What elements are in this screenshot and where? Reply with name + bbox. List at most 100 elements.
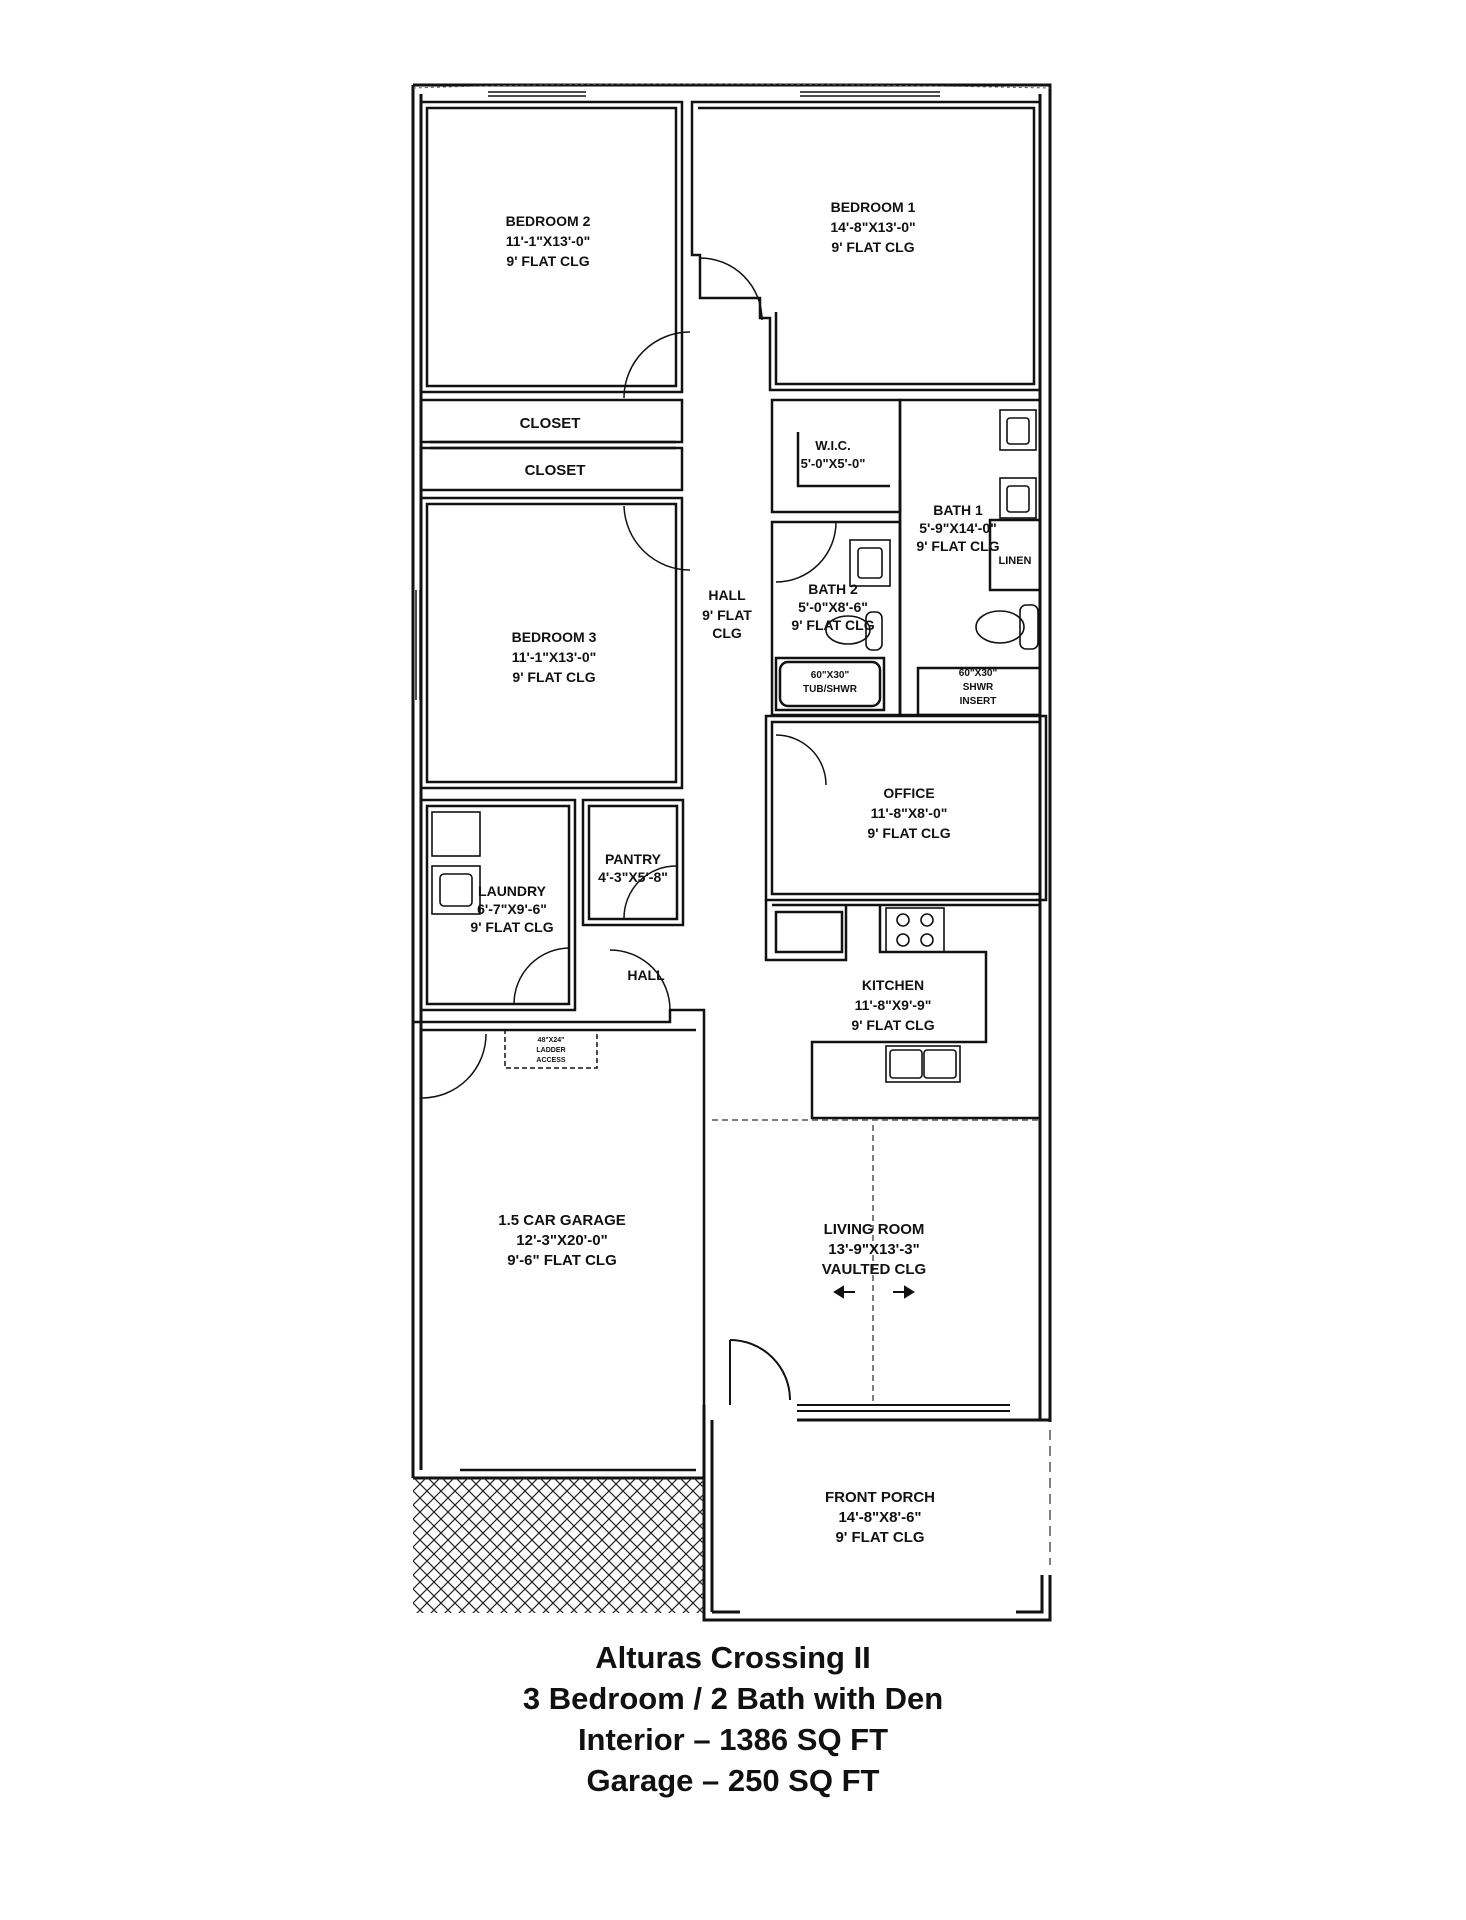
room-size: 6'-7"X9'-6" (477, 901, 547, 917)
room-label-closet: CLOSET (520, 415, 581, 432)
room-size: 5'-0"X8'-6" (798, 599, 868, 615)
door-swing (623, 331, 691, 399)
room-label-closet: CLOSET (525, 462, 586, 479)
laundry-walls (419, 798, 577, 1012)
fixture-name-2: INSERT (960, 696, 997, 707)
room-ceiling: 9'-6" FLAT CLG (507, 1252, 617, 1269)
range-icon (885, 907, 945, 953)
office-walls (764, 714, 1048, 902)
roof-edge (412, 83, 1051, 89)
room-name: KITCHEN (862, 977, 924, 993)
room-label-wic: W.I.C. 5'-0"X5'-0" (801, 438, 866, 471)
door-swing (623, 865, 677, 919)
entry-door (729, 1339, 1010, 1412)
garage-area: Garage – 250 SQ FT (586, 1763, 880, 1798)
room-size: 5'-0"X5'-0" (801, 456, 866, 471)
room-name: BEDROOM 1 (831, 199, 916, 215)
room-size: 4'-3"X5'-8" (598, 869, 668, 885)
room-label-garage: 1.5 CAR GARAGE 12'-3"X20'-0" 9'-6" FLAT … (498, 1212, 626, 1269)
ladder-name-2: ACCESS (536, 1057, 566, 1064)
room-ceiling-2: CLG (712, 625, 742, 641)
room-name: LAUNDRY (478, 883, 547, 899)
ladder-size: 48"X24" (538, 1037, 565, 1044)
fixture-label-tub: 60"X30" TUB/SHWR (803, 670, 858, 695)
room-name: PANTRY (605, 851, 662, 867)
room-name: BATH 1 (933, 502, 983, 518)
door-swing (775, 734, 827, 786)
vault-arrows (833, 1285, 915, 1299)
fixture-name: TUB/SHWR (803, 684, 858, 695)
room-label-bath-1: BATH 1 5'-9"X14'-0" 9' FLAT CLG (916, 502, 999, 554)
room-name: BEDROOM 2 (506, 213, 591, 229)
room-size: 11'-1"X13'-0" (512, 649, 597, 665)
room-name: W.I.C. (815, 438, 850, 453)
room-label-bedroom-3: BEDROOM 3 11'-1"X13'-0" 9' FLAT CLG (512, 629, 597, 685)
room-ceiling: 9' FLAT CLG (867, 825, 950, 841)
door-swing (623, 505, 691, 571)
window (488, 91, 586, 97)
room-label-laundry: LAUNDRY 6'-7"X9'-6" 9' FLAT CLG (470, 883, 553, 935)
living-room-guides (712, 1119, 1040, 1405)
window (800, 91, 940, 97)
room-ceiling: 9' FLAT CLG (506, 253, 589, 269)
room-ceiling: 9' FLAT CLG (916, 538, 999, 554)
room-label-bath-2: BATH 2 5'-0"X8'-6" 9' FLAT CLG (791, 581, 874, 633)
bath-2-sink (849, 539, 891, 587)
pantry-walls (581, 798, 685, 927)
kitchen-sink-icon (885, 1045, 961, 1083)
room-name: BATH 2 (808, 581, 858, 597)
vanity-sinks (999, 409, 1037, 519)
closets (419, 398, 684, 492)
ladder-access-label: 48"X24" LADDER ACCESS (536, 1037, 566, 1064)
room-size: 11'-8"X8'-0" (871, 805, 948, 821)
washer-dryer-icon (431, 811, 481, 915)
room-label-bedroom-2: BEDROOM 2 11'-1"X13'-0" 9' FLAT CLG (506, 213, 591, 269)
room-ceiling: 9' FLAT CLG (851, 1017, 934, 1033)
fixture-label-shower: 60"X30" SHWR INSERT (959, 668, 998, 707)
room-ceiling: 9' FLAT (702, 607, 752, 623)
room-ceiling: 9' FLAT CLG (831, 239, 914, 255)
toilet-icon (975, 604, 1039, 650)
room-name: FRONT PORCH (825, 1489, 935, 1506)
room-label-bedroom-1: BEDROOM 1 14'-8"X13'-0" 9' FLAT CLG (830, 199, 915, 255)
room-name: HALL (708, 587, 746, 603)
ladder-name: LADDER (536, 1047, 565, 1054)
room-size: 14'-8"X8'-6" (838, 1509, 921, 1526)
room-label-pantry: PANTRY 4'-3"X5'-8" (598, 851, 668, 885)
door-swing (609, 949, 671, 1011)
door-swing (775, 521, 837, 583)
door-swing (421, 1033, 487, 1099)
room-ceiling: VAULTED CLG (822, 1261, 926, 1278)
room-label-office: OFFICE 11'-8"X8'-0" 9' FLAT CLG (867, 785, 950, 841)
bedroom-3-walls (419, 496, 684, 790)
window (415, 590, 421, 700)
room-name: LIVING ROOM (824, 1221, 925, 1238)
toilet-icon (825, 611, 883, 651)
room-size: 11'-1"X13'-0" (506, 233, 591, 249)
room-ceiling: 9' FLAT CLG (791, 617, 874, 633)
fixture-name: SHWR (963, 682, 994, 693)
ladder-access-box (504, 1029, 598, 1069)
kitchen-walls (764, 900, 1040, 1120)
plan-title: Alturas Crossing II (595, 1640, 871, 1675)
fixture-size: 60"X30" (811, 670, 850, 681)
room-size: 12'-3"X20'-0" (516, 1232, 607, 1249)
room-size: 5'-9"X14'-0" (919, 520, 997, 536)
room-label-hall-2: HALL (627, 967, 665, 983)
room-ceiling: 9' FLAT CLG (512, 669, 595, 685)
driveway-hatch (413, 1478, 704, 1613)
room-size: 11'-8"X9'-9" (855, 997, 932, 1013)
room-name: BEDROOM 3 (512, 629, 597, 645)
room-ceiling: 9' FLAT CLG (470, 919, 553, 935)
door-swing (513, 947, 571, 1005)
room-size: 13'-9"X13'-3" (828, 1241, 919, 1258)
room-name: OFFICE (883, 785, 934, 801)
plan-subtitle: 3 Bedroom / 2 Bath with Den (522, 1681, 944, 1716)
room-name: 1.5 CAR GARAGE (498, 1212, 626, 1229)
bedroom-1-walls (690, 100, 1042, 392)
room-label-front-porch: FRONT PORCH 14'-8"X8'-6" 9' FLAT CLG (825, 1489, 935, 1546)
interior-area: Interior – 1386 SQ FT (577, 1722, 889, 1757)
bedroom-2-walls (419, 100, 684, 394)
exterior-walls (411, 83, 1052, 1622)
